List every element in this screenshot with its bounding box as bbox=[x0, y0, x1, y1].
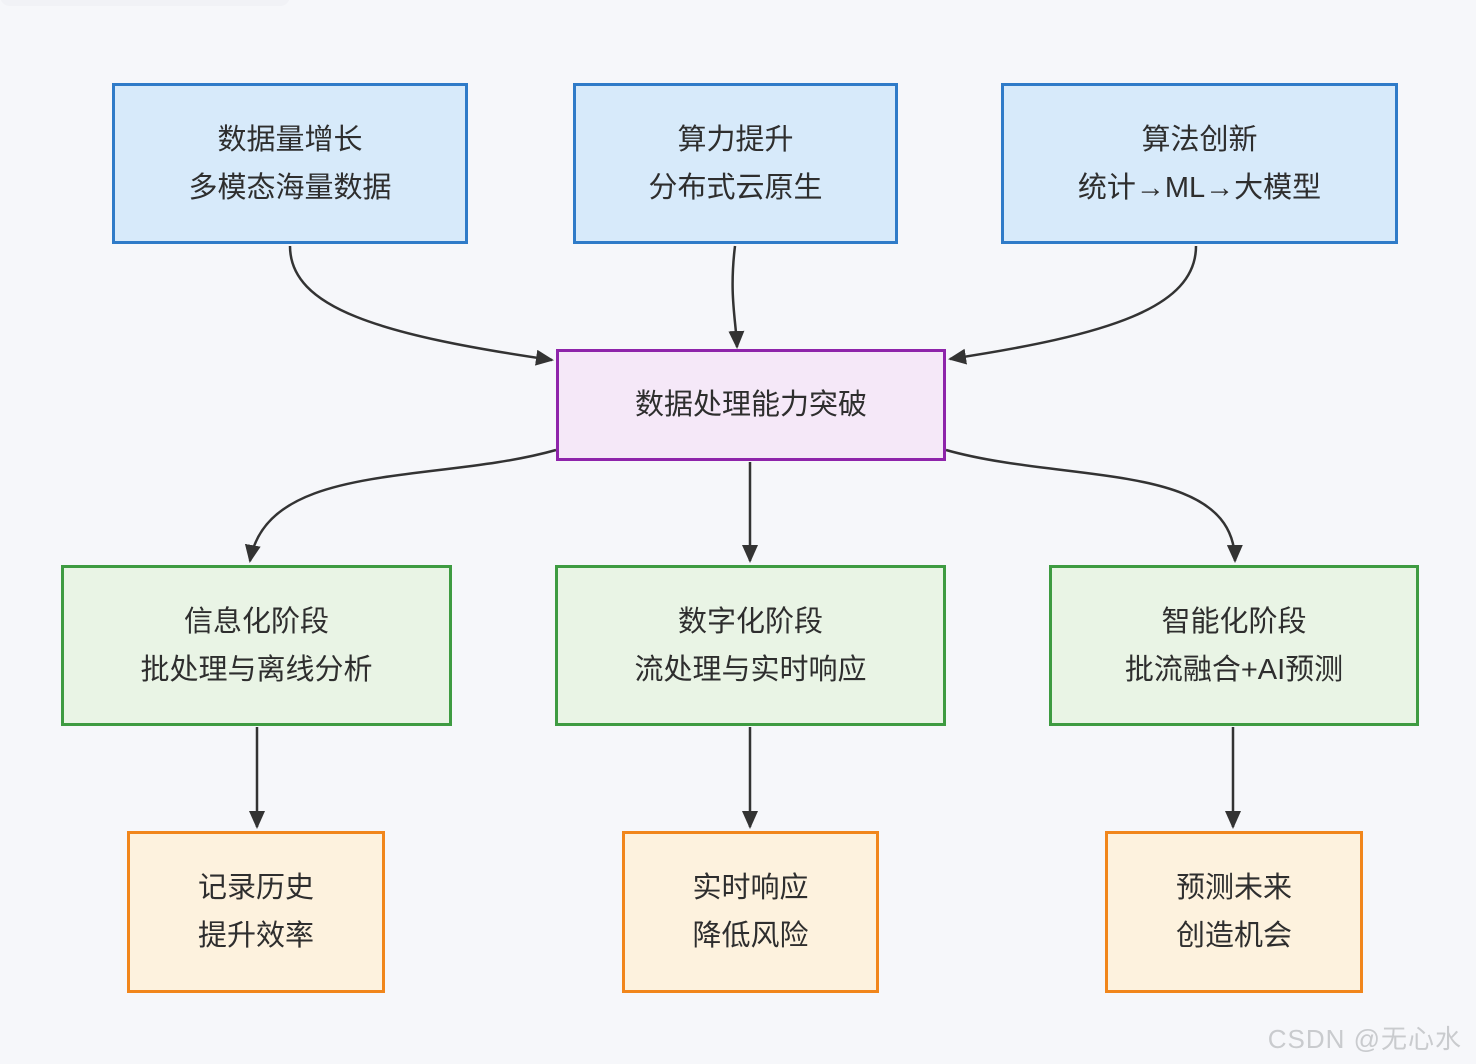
node-intelligence-line1: 智能化阶段 bbox=[1161, 605, 1307, 638]
node-breakthrough: 数据处理能力突破 bbox=[556, 349, 946, 461]
node-data-growth-line2: 多模态海量数据 bbox=[188, 171, 392, 204]
node-digitalization-line1: 数字化阶段 bbox=[677, 605, 823, 638]
node-digitalization: 数字化阶段 流处理与实时响应 bbox=[555, 565, 946, 726]
node-data-growth-line1: 数据量增长 bbox=[217, 123, 363, 156]
edge-breakthrough-to-intelligence bbox=[945, 448, 1243, 563]
node-realtime-response: 实时响应 降低风险 bbox=[622, 831, 879, 993]
node-algorithm-innovation-line1: 算法创新 bbox=[1141, 123, 1258, 156]
node-algorithm-innovation-line2: 统计→ML→大模型 bbox=[1077, 171, 1322, 204]
node-predict-future: 预测未来 创造机会 bbox=[1105, 831, 1363, 993]
edge-compute-power-to-breakthrough bbox=[728, 245, 745, 349]
node-algorithm-innovation: 算法创新 统计→ML→大模型 bbox=[1001, 83, 1398, 244]
node-compute-power-line2: 分布式云原生 bbox=[648, 171, 823, 204]
node-record-history-line1: 记录历史 bbox=[197, 872, 314, 904]
node-realtime-response-line2: 降低风险 bbox=[692, 920, 809, 952]
edge-algorithm-innovation-to-breakthrough bbox=[948, 245, 1198, 365]
node-record-history: 记录历史 提升效率 bbox=[127, 831, 385, 993]
node-data-growth: 数据量增长 多模态海量数据 bbox=[112, 83, 468, 244]
node-breakthrough-line1: 数据处理能力突破 bbox=[634, 389, 867, 421]
node-informatization: 信息化阶段 批处理与离线分析 bbox=[61, 565, 452, 726]
edge-breakthrough-to-informatization bbox=[244, 448, 557, 563]
watermark: CSDN @无心水 bbox=[1267, 1024, 1462, 1054]
node-compute-power-line1: 算力提升 bbox=[677, 123, 794, 156]
top-edge-shadow bbox=[0, 0, 290, 6]
node-compute-power: 算力提升 分布式云原生 bbox=[573, 83, 898, 244]
node-informatization-line1: 信息化阶段 bbox=[183, 605, 329, 638]
node-digitalization-line2: 流处理与实时响应 bbox=[634, 653, 867, 686]
node-record-history-line2: 提升效率 bbox=[197, 920, 314, 952]
node-realtime-response-line1: 实时响应 bbox=[692, 872, 809, 904]
edge-data-growth-to-breakthrough bbox=[288, 245, 554, 366]
node-predict-future-line2: 创造机会 bbox=[1175, 920, 1292, 952]
node-informatization-line2: 批处理与离线分析 bbox=[140, 653, 373, 686]
node-predict-future-line1: 预测未来 bbox=[1175, 872, 1292, 904]
node-intelligence: 智能化阶段 批流融合+AI预测 bbox=[1049, 565, 1419, 726]
node-intelligence-line2: 批流融合+AI预测 bbox=[1124, 653, 1344, 686]
